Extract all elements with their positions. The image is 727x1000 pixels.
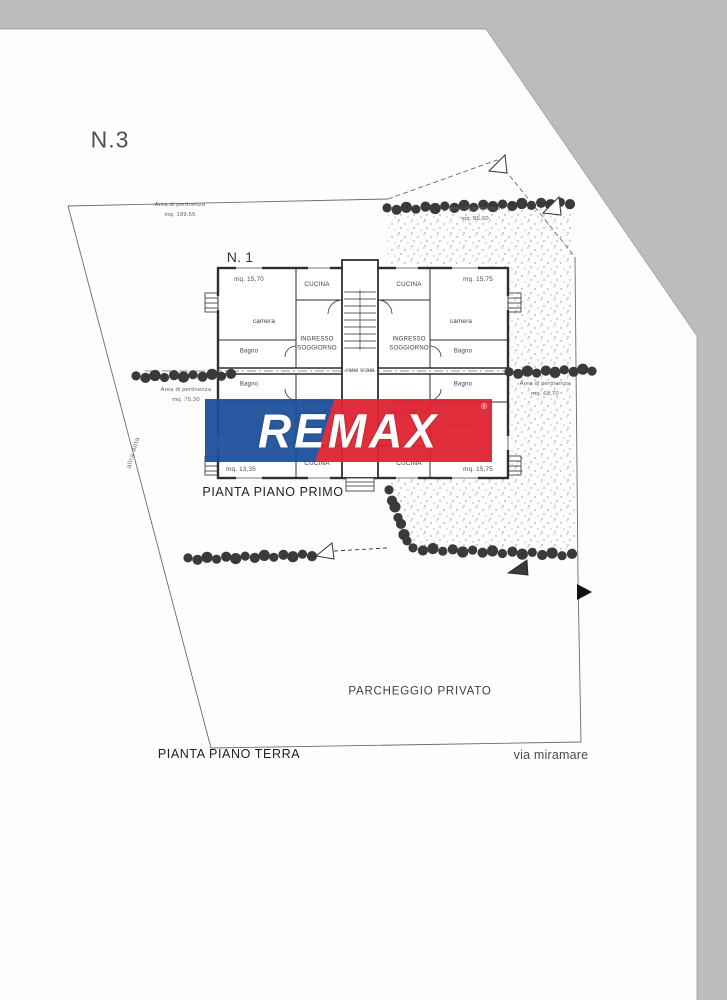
unit-area-bottom-right: mq. 15,75 [463, 466, 493, 474]
building-number: N. 1 [226, 249, 254, 265]
remax-watermark: REMAX ® [205, 399, 492, 462]
arrow-bottom-left [314, 542, 335, 560]
room-kitchen-bottom-left: CUCINA [304, 460, 330, 468]
entrance-steps [345, 477, 375, 492]
unit-area-bottom-left: mq. 13,35 [226, 466, 256, 474]
room-kitchen-top-right: CUCINA [396, 281, 422, 289]
first-floor-plan-title: PIANTA PIANO PRIMO [202, 484, 344, 499]
room-living-top-right: INGRESSO SOGGIORNO [389, 336, 429, 352]
room-bathroom-bottom-right: Bagno [453, 381, 473, 388]
arrow-bottom-center [506, 559, 529, 576]
room-kitchen-bottom-right: CUCINA [396, 460, 422, 468]
room-living-top-left: INGRESSO SOGGIORNO [297, 336, 337, 352]
unit-area-top-right: mq. 15,75 [463, 276, 493, 284]
arrow-right-edge [577, 584, 592, 600]
pertinence-area-mid-right: Area di pertinenza mq. 63,70 [519, 381, 571, 397]
stair-treads [344, 290, 376, 350]
parking-label: PARCHEGGIO PRIVATO [348, 685, 492, 698]
arrow-top-right-1 [487, 153, 508, 174]
pertinence-area-mid-left: Area di pertinenza mq. 75,30 [160, 387, 212, 403]
room-bathroom-bottom-left: Bagno [239, 381, 259, 388]
ground-floor-plan-title: PIANTA PIANO TERRA [157, 746, 301, 761]
pertinence-area-top-left: Area di pertinenza mq. 189,55 [154, 202, 206, 218]
room-kitchen-top-left: CUCINA [304, 281, 330, 289]
property-boundary [67, 159, 582, 749]
sheet-number: N.3 [90, 126, 130, 153]
pertinence-area-top-right: Area di pertinenza mq. 85,60 [449, 206, 501, 222]
direction-arrows [314, 153, 592, 600]
registered-trademark-icon: ® [481, 402, 487, 411]
shutter-grids [204, 292, 522, 476]
hedge-rows [131, 197, 597, 565]
room-bedroom-top-left: camera [252, 318, 276, 326]
street-label: via miramare [513, 747, 589, 762]
stairwell-label: vano scala [345, 367, 375, 374]
remax-logo-text: REMAX [257, 403, 440, 458]
room-bathroom-top-left: Bagno [239, 348, 259, 355]
room-bedroom-top-right: camera [449, 318, 473, 326]
arrow-top-right-2 [541, 195, 562, 216]
unit-area-top-left: mq. 15,70 [234, 276, 264, 284]
room-bathroom-top-right: Bagno [453, 348, 473, 355]
